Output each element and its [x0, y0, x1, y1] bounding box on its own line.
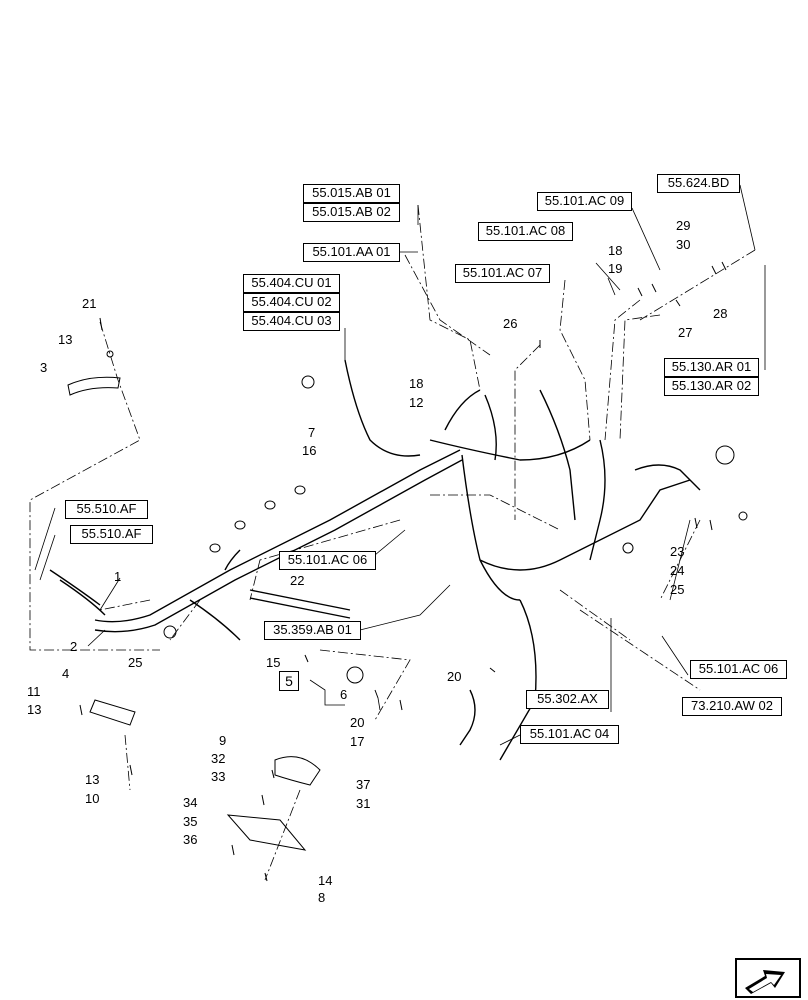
bracket-part-3 [67, 376, 121, 396]
ref-box-55-130-ar-02[interactable]: 55.130.AR 02 [664, 377, 759, 396]
ref-box-55-101-aa-01[interactable]: 55.101.AA 01 [303, 243, 400, 262]
callout-20: 20 [350, 715, 365, 730]
callout-13: 13 [58, 332, 73, 347]
ref-box-55-101-ac-06-right[interactable]: 55.101.AC 06 [690, 660, 787, 679]
callout-6: 6 [340, 687, 348, 702]
callout-10: 10 [85, 791, 100, 806]
clip-parts [209, 485, 306, 553]
callout-15: 15 [266, 655, 281, 670]
callout-leaders [34, 184, 766, 746]
callout-22: 22 [290, 573, 305, 588]
callout-13: 13 [27, 702, 42, 717]
ref-box-55-404-cu-02[interactable]: 55.404.CU 02 [243, 293, 340, 312]
callout-25: 25 [670, 582, 685, 597]
plate-part-4 [89, 699, 136, 726]
callout-36: 36 [183, 832, 198, 847]
callout-19: 19 [608, 261, 623, 276]
callout-13: 13 [85, 772, 100, 787]
callout-35: 35 [183, 814, 198, 829]
ref-box-55-101-ac-06-left[interactable]: 55.101.AC 06 [279, 551, 376, 570]
ref-box-55-130-ar-01[interactable]: 55.130.AR 01 [664, 358, 759, 377]
cover-part-37 [274, 756, 321, 786]
callout-32: 32 [211, 751, 226, 766]
ref-box-73-210-aw-02[interactable]: 73.210.AW 02 [682, 697, 782, 716]
callout-17: 17 [350, 734, 365, 749]
callout-23: 23 [670, 544, 685, 559]
callout-20: 20 [447, 669, 462, 684]
ref-box-55-101-ac-07[interactable]: 55.101.AC 07 [455, 264, 550, 283]
ref-box-55-404-cu-03[interactable]: 55.404.CU 03 [243, 312, 340, 331]
ref-box-55-624-bd[interactable]: 55.624.BD [657, 174, 740, 193]
callout-18: 18 [608, 243, 623, 258]
callout-4: 4 [62, 666, 70, 681]
connector-part-6 [346, 666, 364, 684]
callout-25: 25 [128, 655, 143, 670]
callout-2: 2 [70, 639, 78, 654]
ref-box-55-302-ax[interactable]: 55.302.AX [526, 690, 609, 709]
callout-30: 30 [676, 237, 691, 252]
ref-box-55-015-ab-02[interactable]: 55.015.AB 02 [303, 203, 400, 222]
harness-trunk [49, 359, 701, 761]
connector-part-28-area [715, 445, 735, 465]
ref-box-kit-5[interactable]: 5 [279, 671, 299, 691]
ref-box-55-101-ac-08[interactable]: 55.101.AC 08 [478, 222, 573, 241]
callout-18: 18 [409, 376, 424, 391]
callout-33: 33 [211, 769, 226, 784]
plate-part-14 [226, 814, 307, 851]
callout-26: 26 [503, 316, 518, 331]
callout-31: 31 [356, 796, 371, 811]
callout-27: 27 [678, 325, 693, 340]
callout-8: 8 [318, 890, 326, 905]
ref-box-55-101-ac-09[interactable]: 55.101.AC 09 [537, 192, 632, 211]
callout-29: 29 [676, 218, 691, 233]
callout-3: 3 [40, 360, 48, 375]
callout-12: 12 [409, 395, 424, 410]
ref-box-55-404-cu-01[interactable]: 55.404.CU 01 [243, 274, 340, 293]
callout-34: 34 [183, 795, 198, 810]
callout-11: 11 [27, 684, 41, 699]
ref-box-55-101-ac-04[interactable]: 55.101.AC 04 [520, 725, 619, 744]
callout-24: 24 [670, 563, 685, 578]
ref-box-55-510-af-a[interactable]: 55.510.AF [65, 500, 148, 519]
callout-37: 37 [356, 777, 371, 792]
callout-28: 28 [713, 306, 728, 321]
callout-9: 9 [219, 733, 227, 748]
ref-box-55-510-af-b[interactable]: 55.510.AF [70, 525, 153, 544]
callout-14: 14 [318, 873, 333, 888]
next-page-arrow-icon[interactable] [735, 958, 801, 998]
ref-box-55-015-ab-01[interactable]: 55.015.AB 01 [303, 184, 400, 203]
fasteners [79, 261, 727, 882]
callout-7: 7 [308, 425, 316, 440]
callout-1: 1 [114, 569, 122, 584]
ref-box-35-359-ab-01[interactable]: 35.359.AB 01 [264, 621, 361, 640]
callout-16: 16 [302, 443, 317, 458]
callout-21: 21 [82, 296, 97, 311]
